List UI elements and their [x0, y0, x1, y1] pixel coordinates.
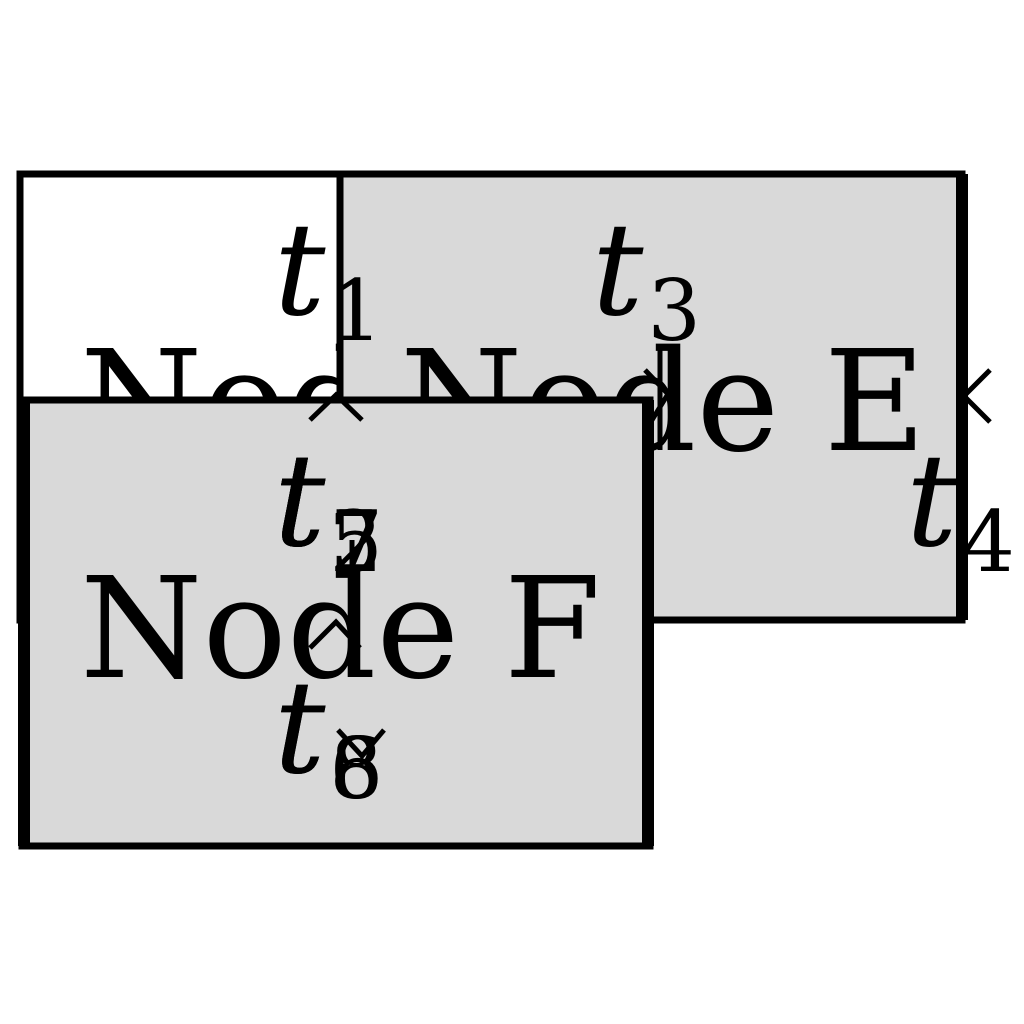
- arrow-tip-icon: [643, 368, 672, 422]
- edge-label-t5-base: t: [274, 427, 326, 576]
- edge-label-t6-base: t: [274, 654, 326, 803]
- edge-label-t2-sub: 2: [329, 493, 382, 591]
- edge-label-t7: t7: [274, 427, 383, 591]
- arrow-tip-icon: [308, 391, 364, 422]
- edge-label-t4: t4: [906, 427, 1015, 591]
- edge-label-t2-base: t: [274, 427, 326, 576]
- edge-label-t7-base: t: [274, 427, 326, 576]
- edge-label-t7-sub: 7: [329, 493, 382, 591]
- edge-label-t3-base: t: [592, 196, 644, 345]
- edge-label-t3: t3: [592, 196, 701, 360]
- edge-label-t1-base: t: [274, 196, 326, 345]
- edge-label-t8: t8: [274, 654, 383, 818]
- edge-label-t4-base: t: [906, 427, 958, 576]
- arrow-tip-icon: [960, 368, 992, 424]
- edge-label-t2: t2: [274, 427, 383, 591]
- arrow-tip-icon: [336, 728, 386, 760]
- edge-label-t1: t1: [274, 196, 383, 360]
- edge-label-t6-sub: 6: [329, 720, 382, 818]
- edge-label-t4-sub: 4: [961, 493, 1014, 591]
- edge-label-t5-sub: 5: [329, 493, 382, 591]
- edge-label-t3-sub: 3: [647, 262, 700, 360]
- edge-label-t5: t5: [274, 427, 383, 591]
- edge-label-t1-sub: 1: [329, 262, 382, 360]
- edge-label-t6: t6: [274, 654, 383, 818]
- edge-label-t8-sub: 8: [329, 720, 382, 818]
- edge-label-t8-base: t: [274, 654, 326, 803]
- arrow-tip-icon: [308, 618, 362, 650]
